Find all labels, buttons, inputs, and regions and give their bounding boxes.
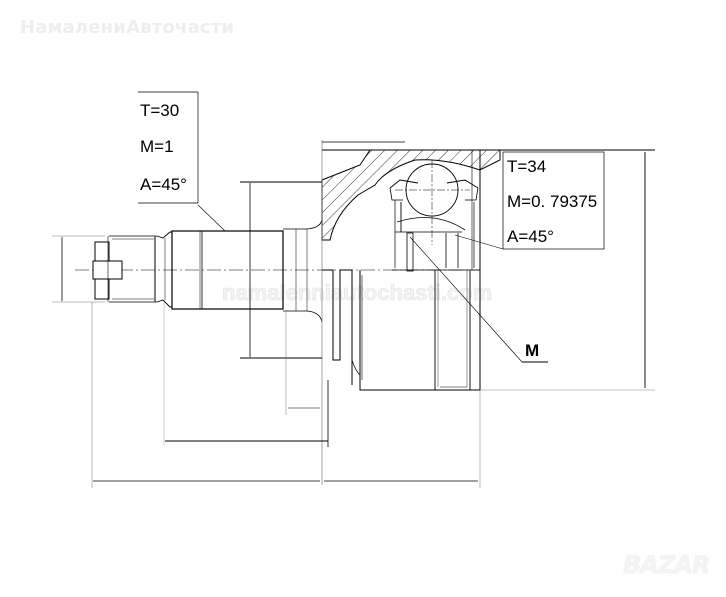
joint-module-label: M=0. 79375 <box>507 192 597 211</box>
shaft-spline-label: T=30 M=1 A=45° <box>138 91 199 204</box>
joint-spline-label: T=34 M=0. 79375 A=45° <box>502 151 605 250</box>
leaders <box>197 204 548 363</box>
shaft-teeth-label: T=30 <box>140 101 179 120</box>
thread-callout-label: M <box>525 341 539 360</box>
joint-teeth-label: T=34 <box>507 157 546 176</box>
stub-shaft <box>92 219 323 323</box>
joint-angle-label: A=45° <box>507 227 554 246</box>
watermark-top: НамалениАвточасти <box>20 17 235 38</box>
bell-housing <box>321 140 501 485</box>
shaft-module-label: M=1 <box>140 137 174 156</box>
dimensions <box>52 141 655 488</box>
shaft-angle-label: A=45° <box>140 175 187 194</box>
watermark-bottom: BAZAR <box>623 551 710 579</box>
watermark-center: namalenniautochasti.com <box>222 280 492 305</box>
